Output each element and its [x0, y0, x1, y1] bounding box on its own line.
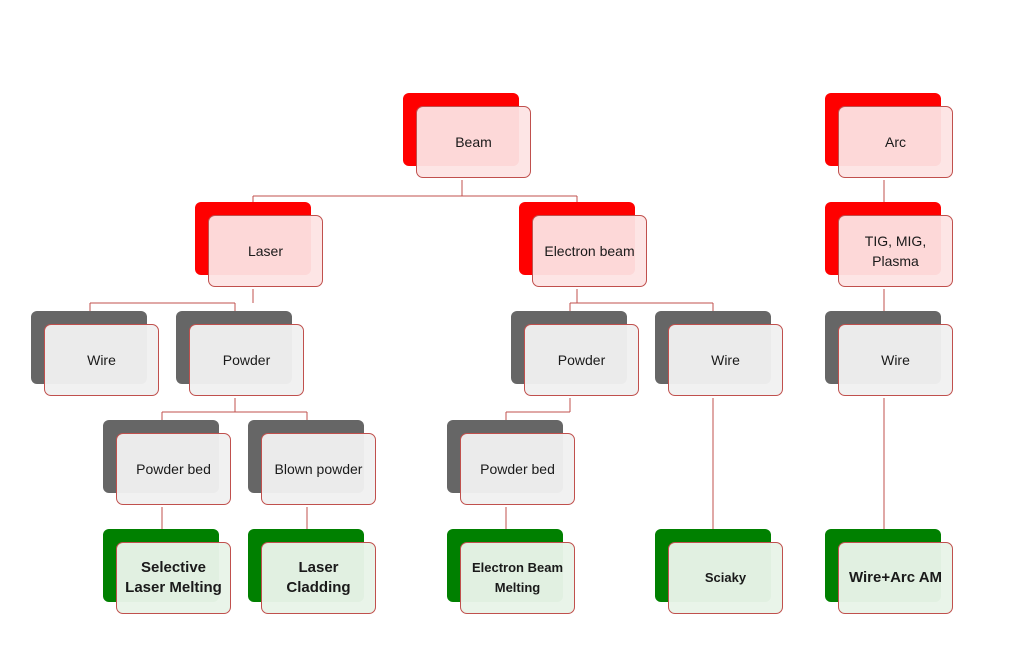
- node-laser-powder-label: Powder: [189, 324, 304, 396]
- node-sciaky-label: Sciaky: [668, 542, 783, 614]
- node-eb-powder: Powder: [511, 311, 641, 397]
- node-laser-powder-bed: Powder bed: [103, 420, 233, 506]
- node-beam-label: Beam: [416, 106, 531, 178]
- node-laser-label: Laser: [208, 215, 323, 287]
- node-slm: Selective Laser Melting: [103, 529, 233, 615]
- node-eb-wire-label: Wire: [668, 324, 783, 396]
- connector-ebpowder-children: [505, 398, 571, 421]
- node-laser-cladding: Laser Cladding: [248, 529, 378, 615]
- node-blown-powder-label: Blown powder: [261, 433, 376, 505]
- node-blown-powder: Blown powder: [248, 420, 378, 506]
- node-laser-wire: Wire: [31, 311, 161, 397]
- node-electron-beam: Electron beam: [519, 202, 649, 288]
- node-ebm-label: Electron Beam Melting: [460, 542, 575, 614]
- node-wire-arc-am-label: Wire+Arc AM: [838, 542, 953, 614]
- node-beam: Beam: [403, 93, 533, 179]
- node-laser-powder: Powder: [176, 311, 306, 397]
- node-arc-wire: Wire: [825, 311, 955, 397]
- node-slm-label: Selective Laser Melting: [116, 542, 231, 614]
- node-eb-powder-bed: Powder bed: [447, 420, 577, 506]
- connector-powder-children: [161, 398, 308, 421]
- node-eb-powder-label: Powder: [524, 324, 639, 396]
- node-electron-beam-label: Electron beam: [532, 215, 647, 287]
- connector-laser-children: [89, 289, 254, 312]
- connector-beam-children: [252, 180, 578, 203]
- node-eb-wire: Wire: [655, 311, 785, 397]
- node-wire-arc-am: Wire+Arc AM: [825, 529, 955, 615]
- node-arc-wire-label: Wire: [838, 324, 953, 396]
- node-laser-cladding-label: Laser Cladding: [261, 542, 376, 614]
- node-arc: Arc: [825, 93, 955, 179]
- node-ebm: Electron Beam Melting: [447, 529, 577, 615]
- node-laser-powder-bed-label: Powder bed: [116, 433, 231, 505]
- node-tig-mig-plasma: TIG, MIG, Plasma: [825, 202, 955, 288]
- node-sciaky: Sciaky: [655, 529, 785, 615]
- node-laser-wire-label: Wire: [44, 324, 159, 396]
- node-laser: Laser: [195, 202, 325, 288]
- node-arc-label: Arc: [838, 106, 953, 178]
- node-eb-powder-bed-label: Powder bed: [460, 433, 575, 505]
- node-tig-mig-plasma-label: TIG, MIG, Plasma: [838, 215, 953, 287]
- connector-eb-children: [569, 289, 714, 312]
